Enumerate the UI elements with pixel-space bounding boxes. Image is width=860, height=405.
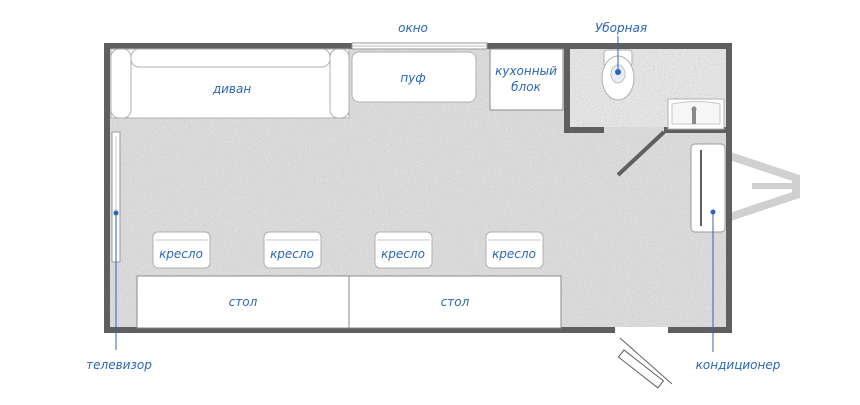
bathroom-walls bbox=[564, 46, 729, 133]
entrance-door bbox=[615, 327, 673, 389]
armchairs bbox=[152, 231, 544, 269]
table-label: стол bbox=[441, 295, 470, 309]
leader-lines bbox=[113, 36, 716, 352]
kitchen-block bbox=[489, 48, 564, 111]
ac-label: кондиционер bbox=[696, 358, 781, 372]
bathroom-door bbox=[616, 130, 666, 177]
outer-walls bbox=[104, 43, 732, 333]
pouf bbox=[351, 51, 477, 103]
sink bbox=[667, 98, 725, 130]
toilet bbox=[601, 49, 635, 101]
kitchen-label-line2: блок bbox=[511, 80, 541, 94]
sofa bbox=[110, 48, 350, 119]
armchair-label: кресло bbox=[270, 247, 314, 261]
tables bbox=[136, 275, 562, 329]
armchair-label: кресло bbox=[492, 247, 536, 261]
table bbox=[136, 275, 350, 329]
window-label: окно bbox=[398, 21, 428, 35]
table bbox=[348, 275, 562, 329]
pouf-label: пуф bbox=[400, 71, 425, 85]
armchair bbox=[152, 231, 211, 269]
towbar bbox=[728, 152, 800, 221]
armchair-label: кресло bbox=[159, 247, 203, 261]
armchair bbox=[485, 231, 544, 269]
window bbox=[351, 42, 488, 50]
armchair-label: кресло bbox=[381, 247, 425, 261]
sofa-label: диван bbox=[212, 82, 252, 96]
tv-label: телевизор bbox=[86, 358, 152, 372]
table-label: стол bbox=[229, 295, 258, 309]
armchair bbox=[263, 231, 322, 269]
toilet-label: Уборная bbox=[595, 21, 647, 35]
air-conditioner bbox=[690, 143, 726, 233]
kitchen-label-line1: кухонный bbox=[495, 64, 557, 78]
armchair bbox=[374, 231, 433, 269]
